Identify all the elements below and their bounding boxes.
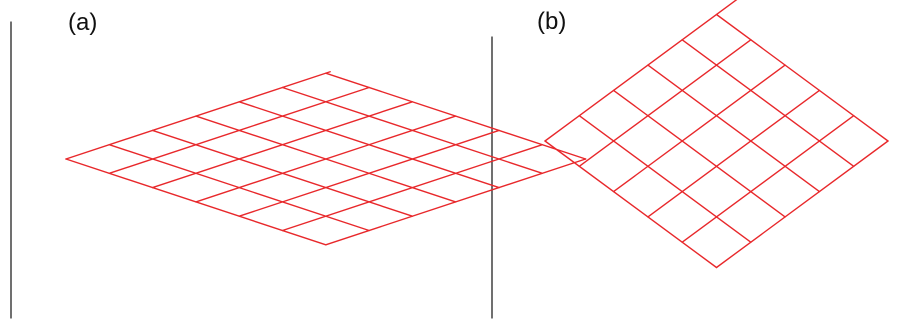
panel-b-lattice-line-u-3 <box>647 89 821 218</box>
panel-a-lattice-line-v-6 <box>325 72 587 160</box>
panel-a-lattice-line-v-0 <box>65 158 327 246</box>
panel-b-lattice-line-v-5 <box>715 13 889 142</box>
panel-b-lattice-line-u-2 <box>612 64 786 193</box>
panel-a-lattice-line-v-1 <box>108 143 370 232</box>
panel-b-lattice-line-v-3 <box>647 64 821 193</box>
panel-b-label: (b) <box>537 8 567 35</box>
panel-a-lattice-line-v-5 <box>281 86 543 175</box>
panel-b-lattice-line-v-0 <box>544 140 718 269</box>
panel-b-lattice-line-u-4 <box>681 114 855 243</box>
panel-b-lattice-line-v-1 <box>578 114 752 243</box>
panel-b-lattice-line-v-4 <box>681 39 855 168</box>
panel-a-lattice-line-v-2 <box>151 129 414 217</box>
panel-a-lattice-line-v-4 <box>238 101 500 189</box>
panel-a-label: (a) <box>68 9 98 36</box>
panel-b-lattice-line-u-1 <box>578 39 752 168</box>
panel-a-lattice-line-v-3 <box>195 115 457 203</box>
panel-b-lattice-line-v-2 <box>612 89 786 218</box>
panel-b-lattice-line-u-0 <box>544 0 738 142</box>
panel-b-lattice-line-u-5 <box>715 140 889 269</box>
